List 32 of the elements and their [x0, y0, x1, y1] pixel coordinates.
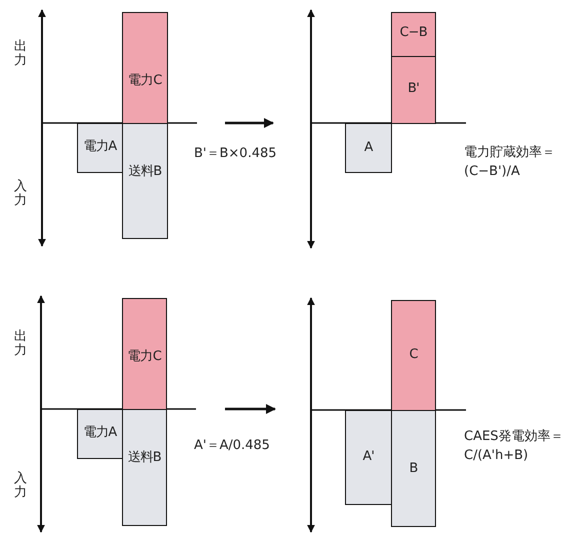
- bar-label: 電力A: [82, 424, 118, 441]
- bar-label: A: [363, 140, 374, 155]
- bar-segment: [77, 409, 123, 459]
- bar-segment: [391, 56, 436, 124]
- axis-label: 出力: [14, 330, 27, 359]
- bar-segment: [345, 410, 392, 505]
- bar-label: B: [408, 461, 419, 476]
- bar-segment: [77, 123, 123, 173]
- formula-text: A'＝A/0.485: [194, 437, 271, 455]
- bar-segment: [391, 12, 436, 57]
- bar-label: B': [406, 81, 420, 96]
- bar-label: C−B: [398, 25, 428, 40]
- bar-label: A': [362, 449, 376, 464]
- axis-label: 出力: [14, 40, 27, 69]
- bar-segment: [122, 409, 167, 526]
- formula-text: CAES発電効率＝C/(A'h+B): [464, 428, 564, 465]
- axis-label: 入力: [14, 472, 27, 501]
- bar-label: 電力C: [126, 348, 162, 365]
- bar-segment: [345, 123, 392, 173]
- bar-label: 送料B: [126, 449, 162, 466]
- bar-label: 電力C: [127, 72, 163, 89]
- bar-label: 送料B: [127, 163, 163, 180]
- bar-segment: [391, 300, 436, 411]
- bar-segment: [122, 123, 168, 239]
- bar-label: 電力A: [82, 138, 118, 155]
- bar-label: C: [408, 347, 419, 362]
- bar-segment: [122, 298, 167, 410]
- bar-segment: [391, 410, 436, 527]
- formula-text: B'＝B×0.485: [194, 145, 278, 163]
- formula-text: 電力貯蔵効率＝(C−B')/A: [464, 144, 556, 181]
- bar-segment: [122, 12, 168, 124]
- axis-label: 入力: [14, 180, 27, 209]
